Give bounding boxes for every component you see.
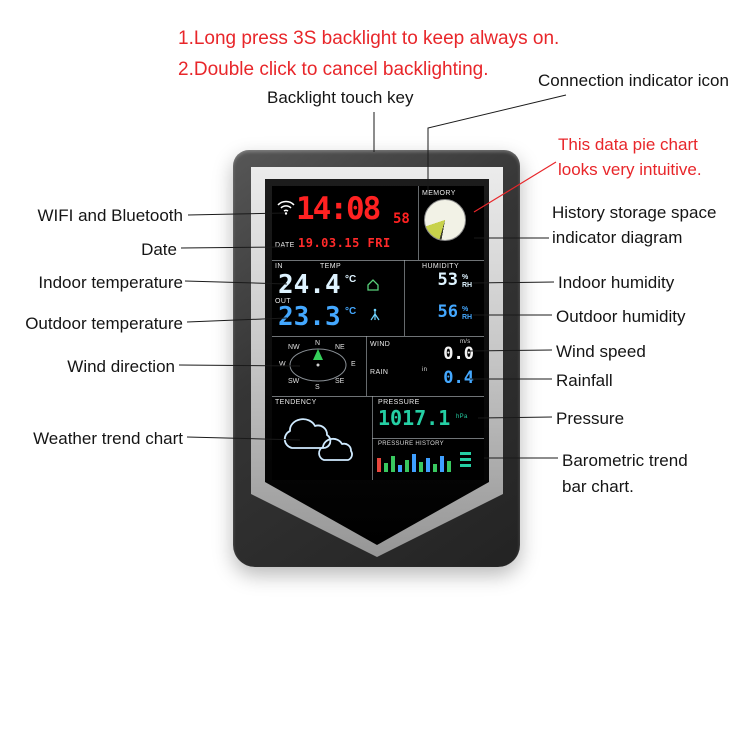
wind-label: WIND xyxy=(370,341,391,348)
clock-time: 14:08 xyxy=(296,191,381,227)
wifi-icon xyxy=(277,200,295,215)
divider xyxy=(404,260,405,336)
callout-wifi-bluetooth: WIFI and Bluetooth xyxy=(37,206,183,225)
compass-ne: NE xyxy=(335,344,345,351)
callout-backlight-touch-key: Backlight touch key xyxy=(267,88,414,107)
divider xyxy=(272,260,484,261)
in-label: IN xyxy=(275,263,283,270)
percent-sign: % xyxy=(462,306,469,313)
rain-unit: in xyxy=(422,367,428,373)
callout-wind-direction: Wind direction xyxy=(67,357,175,376)
pressure-value: 1017.1 xyxy=(378,406,451,430)
outdoor-humidity-unit: % RH xyxy=(462,306,472,322)
outdoor-temp-unit: °C xyxy=(345,306,357,317)
compass-s: S xyxy=(315,384,320,391)
pressure-history-bar-chart xyxy=(377,454,451,472)
divider xyxy=(366,336,367,396)
callout-rainfall: Rainfall xyxy=(556,371,613,390)
divider xyxy=(418,186,419,260)
indoor-humidity-unit: % RH xyxy=(462,274,472,290)
pressure-history-label: PRESSURE HISTORY xyxy=(378,441,444,447)
pie-note-line-2: looks very intuitive. xyxy=(558,160,702,179)
callout-outdoor-temperature: Outdoor temperature xyxy=(25,314,183,333)
compass-n: N xyxy=(315,340,321,347)
temp-header: TEMP xyxy=(320,263,342,270)
pie-note-line-1: This data pie chart xyxy=(558,135,698,154)
indoor-house-icon xyxy=(367,279,379,291)
wind-compass: N NE E SE S SW W NW xyxy=(276,339,360,391)
outdoor-humidity-value: 56 xyxy=(437,302,458,322)
compass-needle-icon xyxy=(313,349,323,360)
indoor-humidity-value: 53 xyxy=(437,270,458,290)
weather-trend-clouds-icon xyxy=(283,418,353,461)
callout-history-storage: History storage space indicator diagram xyxy=(552,203,717,247)
divider xyxy=(272,336,484,337)
compass-se: SE xyxy=(335,378,345,385)
indoor-temp-unit: °C xyxy=(345,274,357,285)
outdoor-temp-value: 23.3 xyxy=(278,302,341,332)
tendency-label: TENDENCY xyxy=(275,399,317,406)
callout-indoor-humidity: Indoor humidity xyxy=(558,273,675,292)
lcd-display: 14:08 58 MEMORY DATE 19.03.15 FRI IN TEM… xyxy=(272,186,484,480)
percent-sign: % xyxy=(462,274,469,281)
divider xyxy=(272,396,484,397)
wind-unit: m/s xyxy=(460,339,471,345)
compass-e: E xyxy=(351,361,356,368)
humidity-header: HUMIDITY xyxy=(422,263,460,270)
callout-date: Date xyxy=(141,240,177,259)
callout-barometric-trend: Barometric trend bar chart. xyxy=(562,451,688,496)
callout-indoor-temperature: Indoor temperature xyxy=(38,273,183,292)
out-label: OUT xyxy=(275,298,291,305)
callout-outdoor-humidity: Outdoor humidity xyxy=(556,307,686,326)
rh-sign: RH xyxy=(462,282,473,290)
rainfall-value: 0.4 xyxy=(443,368,474,388)
clock-seconds: 58 xyxy=(393,211,410,227)
callout-pressure: Pressure xyxy=(556,409,625,428)
wind-speed-value: 0.0 xyxy=(443,344,474,364)
indoor-temp-value: 24.4 xyxy=(278,270,341,300)
pressure-label: PRESSURE xyxy=(378,399,420,406)
callout-wind-speed: Wind speed xyxy=(556,342,646,361)
memory-pie-chart-icon xyxy=(424,199,466,241)
outdoor-antenna-icon xyxy=(370,308,380,321)
memory-label: MEMORY xyxy=(422,190,456,197)
history-scale-icon xyxy=(460,452,472,467)
rain-label: RAIN xyxy=(370,369,389,376)
compass-w: W xyxy=(279,361,286,368)
date-value: 19.03.15 FRI xyxy=(298,236,391,250)
date-label: DATE xyxy=(275,242,295,249)
callout-connection-indicator: Connection indicator icon xyxy=(538,71,729,90)
callout-weather-trend-chart: Weather trend chart xyxy=(33,429,183,448)
compass-nw: NW xyxy=(288,344,300,351)
pressure-unit: hPa xyxy=(456,414,468,420)
rh-sign: RH xyxy=(462,314,473,322)
compass-sw: SW xyxy=(288,378,300,385)
instruction-line-1: 1.Long press 3S backlight to keep always… xyxy=(178,28,560,49)
divider xyxy=(372,438,484,439)
instruction-line-2: 2.Double click to cancel backlighting. xyxy=(178,59,489,80)
